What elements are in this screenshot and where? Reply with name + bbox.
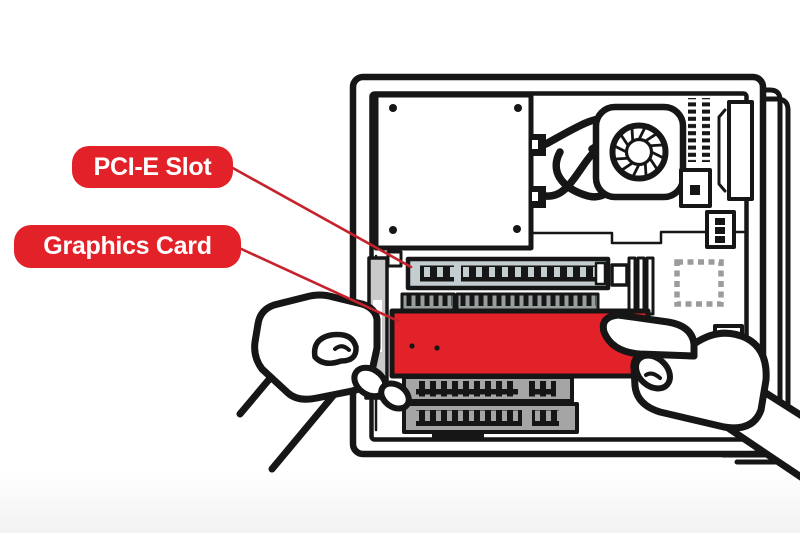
left-hand: [236, 291, 412, 473]
psu-connector-2-hole: [532, 192, 538, 201]
cpu-fan: [592, 103, 687, 201]
psu-body: [373, 92, 534, 251]
power-supply-unit: [373, 92, 534, 251]
pcie-slot-latch: [594, 261, 607, 286]
fan-hub: [624, 137, 654, 167]
right-thumb: [599, 311, 698, 360]
bracket-clip: [717, 108, 727, 193]
motherboard-edge: [529, 230, 746, 245]
pin-header: [688, 98, 710, 162]
pcie-slot: [405, 256, 629, 291]
dimm-slats: [627, 256, 655, 316]
ram-slot-bracket: [717, 100, 754, 201]
wire-2: [542, 144, 602, 200]
expansion-slot-2: [402, 402, 579, 434]
pcie-slot-end-tab: [610, 263, 629, 287]
card-edge-connector: [400, 292, 600, 315]
ram-slot: [727, 100, 754, 201]
right-hand: [599, 311, 800, 481]
psu-connector-1-hole: [532, 140, 538, 149]
psu-screws: [389, 104, 522, 234]
chipset-block: [679, 168, 712, 208]
card-hole-2: [434, 345, 440, 351]
graphics-card-label: Graphics Card: [14, 225, 241, 268]
left-fingertip-2: [378, 380, 412, 412]
pcie-slot-teeth-short: [420, 265, 454, 282]
pcie-slot-label: PCI-E Slot: [72, 146, 233, 188]
graphics-card-label-text: Graphics Card: [43, 232, 212, 260]
expansion-slot-1: [402, 375, 574, 403]
graphics-card-leader-line: [235, 245, 400, 323]
chip-pads: [674, 259, 724, 307]
fan-header-1: [705, 210, 736, 249]
pcie-slot-teeth-long: [461, 265, 597, 282]
pcie-slot-leader-line: [229, 165, 413, 269]
card-hole-1: [409, 343, 415, 349]
fan-blades: [614, 127, 664, 177]
pcie-slot-label-text: PCI-E Slot: [93, 152, 212, 181]
